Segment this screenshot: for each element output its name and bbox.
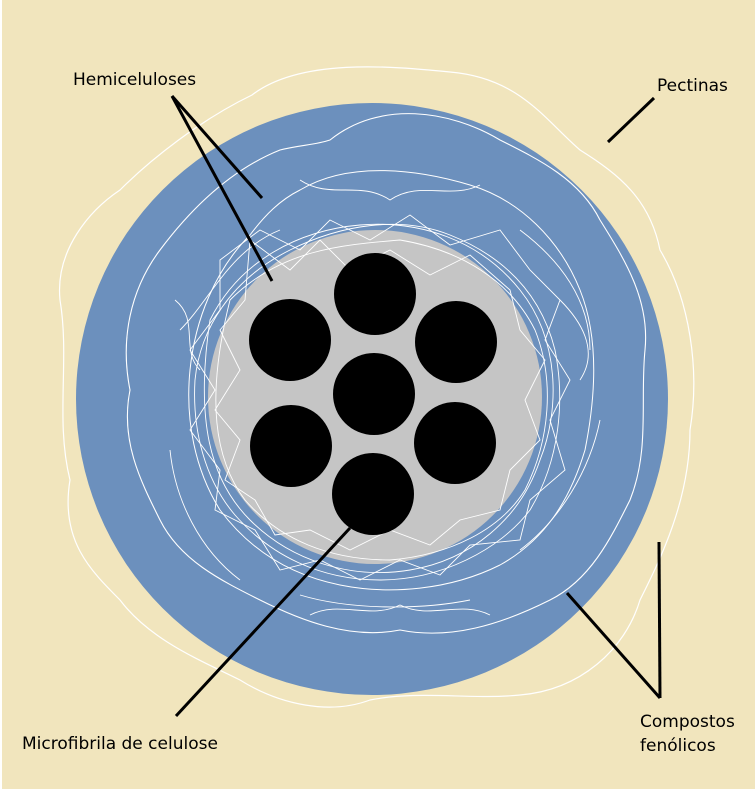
microfibril-bottom	[332, 453, 414, 535]
phenolics-label: Compostos fenólicos	[640, 710, 735, 758]
phenolics-leader-1	[567, 593, 660, 698]
microfibril-lower-left	[250, 405, 332, 487]
microfibril-upper-left	[249, 299, 331, 381]
phenolics-label-line1: Compostos	[640, 710, 735, 734]
microfibril-upper-right	[415, 301, 497, 383]
microfibril-label: Microfibrila de celulose	[22, 734, 218, 754]
pectins-label: Pectinas	[657, 76, 728, 96]
phenolics-leader-2	[659, 542, 660, 698]
microfibril-center	[333, 353, 415, 435]
phenolics-label-line2: fenólicos	[640, 734, 735, 758]
microfibril-lower-right	[414, 402, 496, 484]
hemicelluloses-label: Hemiceluloses	[73, 70, 196, 90]
microfibril-top	[334, 253, 416, 335]
pectins-leader	[608, 98, 654, 142]
